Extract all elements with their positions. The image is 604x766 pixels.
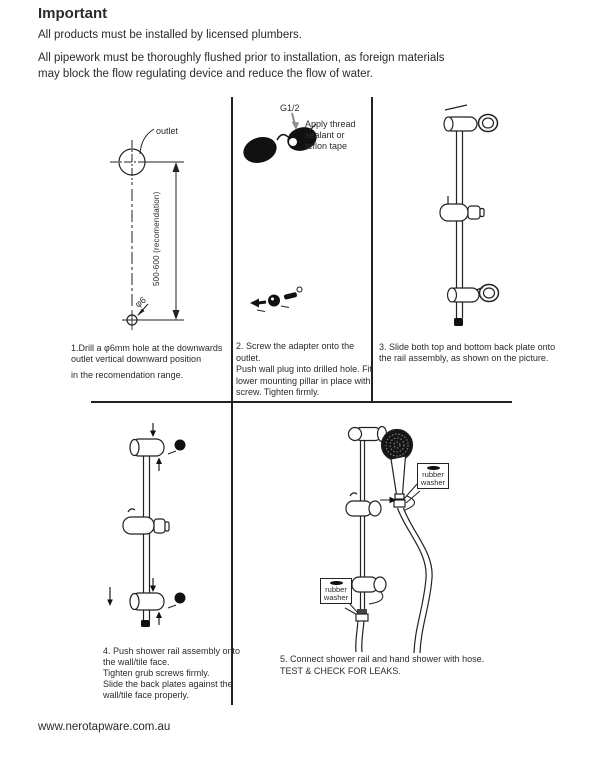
step2-caption: 2. Screw the adapter onto the outlet. Pu… [236, 341, 376, 399]
step4-line1: 4. Push shower rail assembly onto [103, 646, 241, 656]
note-licensed-plumbers: All products must be installed by licens… [38, 29, 302, 41]
rubber-washer-callout-bottom: rubber washer [320, 578, 352, 604]
step4-line4: Slide the back plates against the [103, 679, 233, 689]
thread-size-label: G1/2 [280, 103, 300, 113]
thread-note-line2: sealant or [305, 130, 345, 140]
grid-divider-horizontal [91, 401, 512, 403]
step5-line2: TEST & CHECK FOR LEAKS. [280, 665, 401, 676]
rubber-washer-icon [426, 466, 440, 470]
hose-connection-diagram [344, 425, 433, 654]
grid-divider-vertical-right [371, 97, 373, 402]
rail-backplate-diagram [439, 104, 500, 326]
thread-sealant-note: Apply thread sealant or teflon tape [305, 119, 380, 152]
step5-caption: 5. Connect shower rail and hand shower w… [280, 654, 550, 677]
washer-label-line1: rubber [422, 470, 444, 479]
adapter-diagram [243, 112, 317, 312]
rail-mounting-diagram [107, 423, 186, 627]
step1-caption: 1.Drill a φ6mm hole at the downwards out… [71, 343, 236, 381]
step3-caption: 3. Slide both top and bottom back plate … [379, 342, 589, 364]
step3-line1: 3. Slide both top and bottom back plate … [379, 342, 556, 352]
step1-line1: 1.Drill a φ6mm hole at the downwards [71, 343, 223, 353]
step2-line1: 2. Screw the adapter onto the outlet. [236, 341, 355, 363]
thread-note-line3: teflon tape [305, 141, 348, 151]
note-flush-line2: may block the flow regulating device and… [38, 68, 373, 80]
step1-line3: in the recomendation range. [71, 370, 184, 380]
step2-line4: screw. Tighten firmly. [236, 387, 320, 397]
outlet-label: outlet [156, 126, 179, 136]
thread-note-line1: Apply thread [305, 119, 356, 129]
page-title: Important [38, 5, 108, 22]
step2-line3: lower mounting pillar in place with [236, 375, 371, 386]
step4-line5: wall/tile face properly. [103, 690, 189, 700]
note-flush-line1: All pipework must be thoroughly flushed … [38, 52, 445, 64]
step3-line2: the rail assembly, as shown on the pictu… [379, 353, 549, 363]
rubber-washer-callout-top: rubber washer [417, 463, 449, 489]
website-url: www.nerotapware.com.au [38, 721, 171, 733]
step5-line1: 5. Connect shower rail and hand shower w… [280, 654, 485, 664]
washer-label-line2: washer [420, 478, 446, 487]
washer-label-line1: rubber [325, 585, 347, 594]
step4-caption: 4. Push shower rail assembly onto the wa… [103, 646, 243, 701]
step4-line3: Tighten grub screws firmly. [103, 668, 210, 678]
step4-line2: the wall/tile face. [103, 657, 170, 667]
drill-position-diagram [110, 128, 184, 330]
washer-label-line2: washer [323, 593, 349, 602]
step2-line2: Push wall plug into drilled hole. Fit [236, 364, 373, 374]
note-flush-pipework: All pipework must be thoroughly flushed … [38, 50, 445, 82]
dimension-label: 500-600 (recomendation) [152, 191, 161, 287]
rubber-washer-icon [329, 581, 343, 585]
step1-line2: outlet vertical downward position [71, 354, 202, 364]
